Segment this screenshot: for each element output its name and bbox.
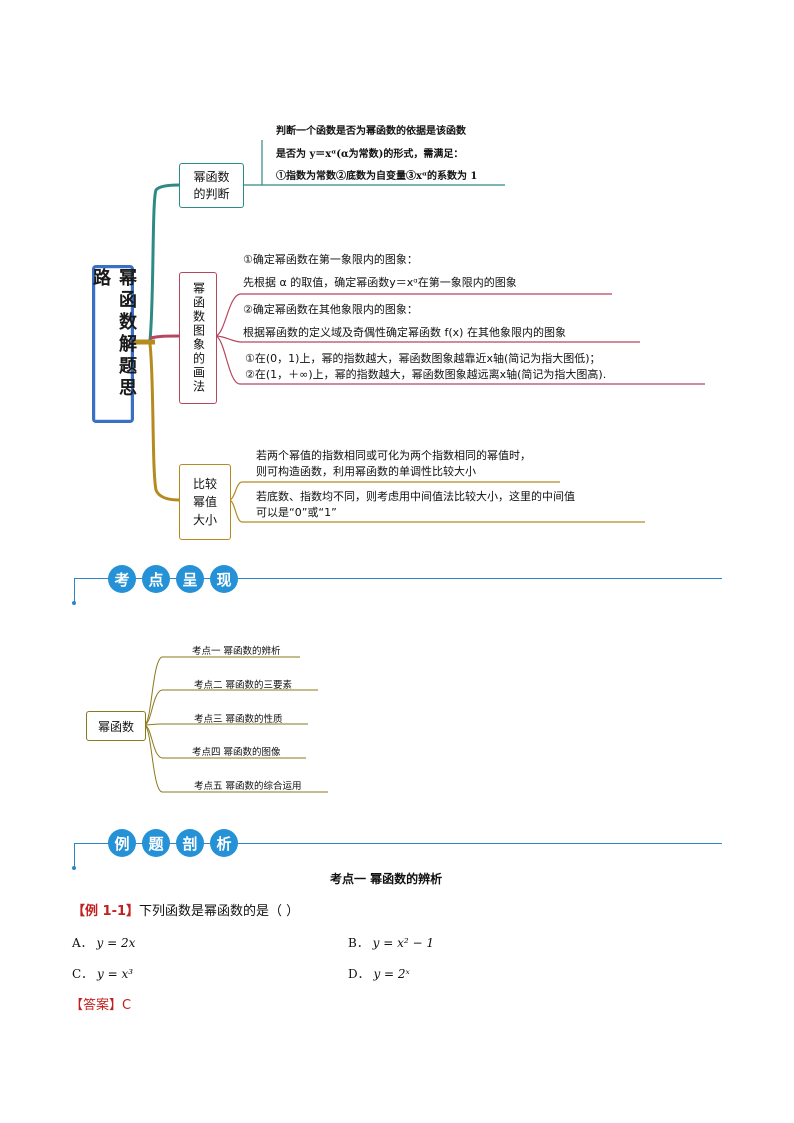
- option-b-letter: B．: [348, 936, 369, 950]
- example-tag: 【例 1-1】: [72, 904, 140, 919]
- branch1-label-line2: 的判断: [193, 186, 230, 201]
- banner1-char-2: 点: [142, 565, 170, 593]
- kaodian-item-5: 考点五 幂函数的综合运用: [194, 781, 302, 792]
- branch2-line-4: 根据幂函数的定义域及奇偶性确定幂函数 f(x) 在其他象限内的图象: [243, 326, 566, 339]
- branch-graph-drawing: 幂函数图象的画法: [179, 272, 217, 404]
- option-b: B． y = x² − 1: [348, 934, 434, 951]
- option-a-expr: y = 2x: [96, 936, 136, 950]
- branch2-line-3: ②确定幂函数在其他象限内的图象：: [243, 303, 418, 316]
- banner2-dot: [72, 866, 76, 870]
- banner1-char-3: 呈: [176, 565, 204, 593]
- branch1-note-3: ①指数为常数②底数为自变量③xᵅ的系数为 1: [276, 171, 478, 182]
- answer: 【答案】C: [70, 998, 132, 1013]
- branch2-line-5: ①在(0，1)上，幂的指数越大，幂函数图象越靠近x轴(简记为指大图低)；: [245, 352, 601, 365]
- example-question: 【例 1-1】下列函数是幂函数的是（ ）: [72, 900, 299, 919]
- banner2-char-1: 例: [108, 829, 136, 857]
- kaodian-root: 幂函数: [86, 711, 146, 741]
- example-section-title: 考点一 幂函数的辨析: [330, 872, 443, 886]
- option-b-expr: y = x² − 1: [372, 936, 435, 950]
- branch3-label-line3: 大小: [192, 513, 217, 527]
- kaodian-item-2: 考点二 幂函数的三要素: [194, 680, 293, 691]
- mindmap-root: 幂函数解题思路: [90, 265, 137, 423]
- banner1-char-4: 现: [210, 565, 238, 593]
- option-a-letter: A．: [72, 936, 93, 950]
- branch3-label-line1: 比较: [192, 477, 217, 491]
- option-d-letter: D．: [348, 967, 370, 981]
- kaodian-item-1: 考点一 幂函数的辨析: [192, 646, 281, 657]
- branch3-line-3: 若底数、指数均不同，则考虑用中间值法比较大小，这里的中间值: [256, 490, 575, 503]
- branch3-line-1: 若两个幂值的指数相同或可化为两个指数相同的幂值时，: [256, 449, 531, 462]
- option-d: D． y = 2ˣ: [348, 965, 410, 982]
- banner1-rule: [74, 578, 722, 579]
- banner2-char-4: 析: [210, 829, 238, 857]
- banner2-char-3: 剖: [176, 829, 204, 857]
- banner2-char-2: 题: [142, 829, 170, 857]
- branch-compare-power-values: 比较 幂值 大小: [179, 464, 231, 540]
- branch1-label-line1: 幂函数: [193, 169, 230, 184]
- banner1-dot: [72, 601, 76, 605]
- option-d-expr: y = 2ˣ: [373, 967, 410, 981]
- branch2-line-1: ①确定幂函数在第一象限内的图象：: [243, 253, 418, 266]
- kaodian-item-3: 考点三 幂函数的性质: [194, 714, 283, 725]
- option-c-expr: y = x³: [97, 967, 134, 981]
- branch3-label-line2: 幂值: [192, 495, 217, 509]
- banner2-tick: [74, 843, 75, 869]
- banner1-tick: [74, 578, 75, 604]
- option-c: C． y = x³: [72, 965, 133, 982]
- branch2-line-6: ②在(1，＋∞)上，幂的指数越大，幂函数图象越远离x轴(简记为指大图高).: [245, 368, 607, 381]
- branch3-line-2: 则可构造函数，利用幂函数的单调性比较大小: [256, 465, 476, 478]
- option-a: A． y = 2x: [72, 934, 135, 951]
- option-c-letter: C．: [72, 967, 94, 981]
- branch1-note-2: 是否为 y＝xᵅ(α为常数)的形式，需满足：: [276, 149, 464, 160]
- branch-power-function-judgment: 幂函数 的判断: [179, 163, 244, 208]
- branch2-line-2: 先根据 α 的取值，确定幂函数y＝xᵅ在第一象限内的图象: [243, 276, 517, 289]
- kaodian-item-4: 考点四 幂函数的图像: [192, 747, 281, 758]
- branch3-line-4: 可以是“0”或“1”: [256, 506, 337, 519]
- example-question-text: 下列函数是幂函数的是（ ）: [139, 904, 300, 919]
- branch1-note-1: 判断一个函数是否为幂函数的依据是该函数: [276, 126, 466, 137]
- banner2-rule: [74, 843, 722, 844]
- banner1-char-1: 考: [108, 565, 136, 593]
